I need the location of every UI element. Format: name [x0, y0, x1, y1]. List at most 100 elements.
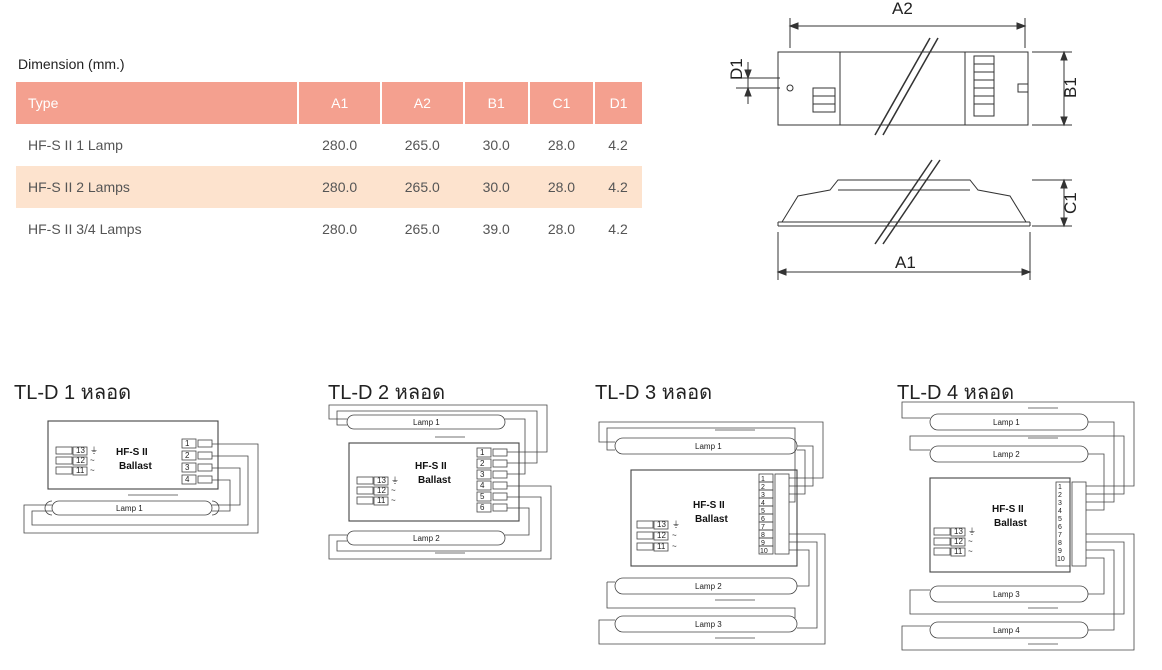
ballast-name: HF-S II — [992, 504, 1024, 515]
terminal-label: 6 — [1058, 524, 1062, 531]
wiring-title-4: TL-D 4 หลอด — [897, 382, 1015, 404]
dimension-caption: Dimension (mm.) — [18, 56, 125, 72]
wiring-title-1: TL-D 1 หลอด — [14, 382, 132, 404]
col-header-a1: A1 — [298, 82, 382, 124]
ballast-label: Ballast — [695, 514, 728, 525]
table-header-row: Type A1 A2 B1 C1 D1 — [16, 82, 642, 124]
terminal-label: 9 — [761, 540, 765, 547]
terminal-label: 10 — [1057, 556, 1065, 563]
wiring-diagram-3: 13 12 11 ⏚ ~ ~ 1 2 3 4 5 6 7 8 9 10 Lamp… — [598, 421, 826, 645]
wiring-diagram-2: 13 12 11 ⏚ ~ ~ 1 2 3 4 5 6 Lamp 1 Lamp 2… — [328, 404, 552, 560]
terminal-label: 2 — [480, 459, 485, 468]
col-header-d1: D1 — [594, 82, 642, 124]
ballast-name: HF-S II — [415, 461, 447, 472]
ac-symbol-icon: ~ — [968, 537, 973, 546]
input-terminal-11: 11 — [954, 547, 963, 556]
ballast-label: Ballast — [418, 475, 451, 486]
ballast-label: Ballast — [994, 518, 1027, 529]
ground-icon: ⏚ — [90, 446, 98, 455]
terminal-label: 8 — [1058, 540, 1062, 547]
table-cell: 4.2 — [608, 221, 628, 237]
lamp-label: Lamp 1 — [695, 442, 722, 451]
col-header-c1: C1 — [528, 82, 596, 124]
terminal-label: 5 — [761, 508, 765, 515]
col-header-type: Type — [16, 82, 300, 124]
table-cell: 28.0 — [547, 137, 576, 153]
terminal-label: 6 — [480, 503, 485, 512]
terminal-label: 3 — [761, 492, 765, 499]
lamp-label: Lamp 2 — [993, 450, 1020, 459]
ac-symbol-icon: ~ — [672, 542, 677, 551]
lamp-label: Lamp 2 — [413, 534, 440, 543]
table-cell: 280.0 — [322, 137, 358, 153]
ac-symbol-icon: ~ — [391, 496, 396, 505]
wiring-diagram-4: 13 12 11 ⏚ ~ ~ 1 2 3 4 5 6 7 8 9 10 Lamp… — [901, 401, 1135, 651]
lamp-label: Lamp 3 — [695, 620, 722, 629]
terminal-label: 3 — [185, 463, 190, 472]
table-cell: 28.0 — [547, 221, 576, 237]
input-terminal-13: 13 — [76, 446, 85, 455]
table-cell: 280.0 — [322, 221, 358, 237]
input-terminal-12: 12 — [377, 486, 386, 495]
terminal-label: 2 — [185, 451, 190, 460]
lamp-label: Lamp 1 — [116, 504, 143, 513]
table-cell: 4.2 — [608, 137, 628, 153]
wiring-diagram-1: 13 12 11 ⏚ ~ ~ 1 2 3 4 Lamp 1 HF-S II Ba… — [23, 420, 259, 534]
input-terminal-11: 11 — [76, 466, 85, 475]
lamp-label: Lamp 2 — [695, 582, 722, 591]
wiring-title-3: TL-D 3 หลอด — [595, 382, 713, 404]
terminal-label: 5 — [1058, 516, 1062, 523]
terminal-label: 7 — [1058, 532, 1062, 539]
table-row: HF-S II 3/4 Lamps 280.0 265.0 39.0 28.0 … — [16, 208, 642, 250]
terminal-label: 2 — [761, 484, 765, 491]
input-terminal-11: 11 — [657, 542, 666, 551]
terminal-label: 5 — [480, 492, 485, 501]
dimension-drawing: A2 A1 B1 C1 D1 — [727, 0, 1080, 280]
ac-symbol-icon: ~ — [672, 531, 677, 540]
terminal-label: 4 — [185, 475, 190, 484]
terminal-label: 9 — [1058, 548, 1062, 555]
label-d1: D1 — [727, 58, 746, 80]
lamp-label: Lamp 3 — [993, 590, 1020, 599]
label-b1: B1 — [1061, 77, 1080, 98]
terminal-label: 6 — [761, 516, 765, 523]
ballast-name: HF-S II — [116, 447, 148, 458]
ground-icon: ⏚ — [968, 527, 976, 536]
input-terminal-13: 13 — [377, 476, 386, 485]
terminal-label: 7 — [761, 524, 765, 531]
lamp-label: Lamp 1 — [993, 418, 1020, 427]
terminal-label: 3 — [1058, 500, 1062, 507]
ground-icon: ⏚ — [672, 520, 680, 529]
ac-symbol-icon: ~ — [90, 456, 95, 465]
input-terminal-11: 11 — [377, 496, 386, 505]
input-terminal-12: 12 — [76, 456, 85, 465]
input-terminal-12: 12 — [657, 531, 666, 540]
terminal-label: 1 — [761, 476, 765, 483]
table-cell: 30.0 — [463, 166, 529, 208]
label-a2: A2 — [892, 0, 913, 18]
dimension-table: Type A1 A2 B1 C1 D1 HF-S II 1 Lamp 280.0… — [16, 82, 642, 250]
col-header-b1: B1 — [463, 82, 530, 124]
table-cell: 39.0 — [482, 221, 510, 237]
input-terminal-13: 13 — [657, 520, 666, 529]
table-cell: HF-S II 3/4 Lamps — [28, 221, 142, 237]
wiring-title-2: TL-D 2 หลอด — [328, 382, 446, 404]
ac-symbol-icon: ~ — [90, 466, 95, 475]
terminal-label: 4 — [1058, 508, 1062, 515]
table-cell: HF-S II 1 Lamp — [28, 137, 123, 153]
table-cell: 265.0 — [404, 137, 440, 153]
col-header-a2: A2 — [380, 82, 465, 124]
ballast-label: Ballast — [119, 461, 152, 472]
ground-icon: ⏚ — [391, 476, 399, 485]
table-cell: 28.0 — [528, 166, 595, 208]
table-row: HF-S II 1 Lamp 280.0 265.0 30.0 28.0 4.2 — [16, 124, 642, 166]
ac-symbol-icon: ~ — [391, 486, 396, 495]
terminal-label: 4 — [480, 481, 485, 490]
table-cell: 265.0 — [404, 221, 440, 237]
terminal-label: 10 — [760, 548, 768, 555]
lamp-label: Lamp 1 — [413, 418, 440, 427]
table-cell: 30.0 — [482, 137, 510, 153]
table-cell: 4.2 — [594, 166, 642, 208]
label-c1: C1 — [1061, 192, 1080, 214]
input-terminal-12: 12 — [954, 537, 963, 546]
